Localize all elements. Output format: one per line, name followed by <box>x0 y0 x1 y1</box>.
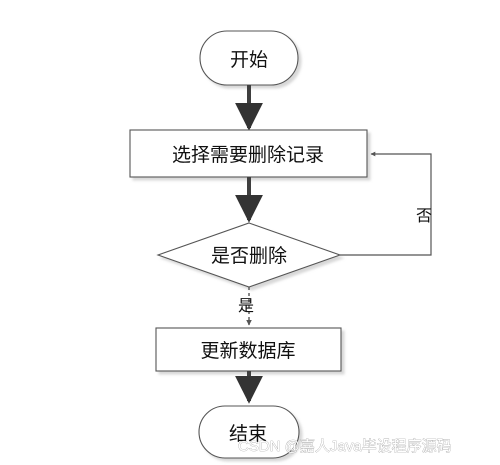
delete-decision-label: 是否删除 <box>211 245 287 267</box>
update-database-node <box>155 327 342 372</box>
no-branch-arrow <box>340 151 432 256</box>
end-node <box>198 405 300 459</box>
watermark-text: CSDN @嘉人Java毕设程序源码 <box>238 438 452 455</box>
no-branch-label: 否 <box>416 206 432 225</box>
select-record-label: 选择需要删除记录 <box>172 144 324 166</box>
start-label: 开始 <box>230 49 268 71</box>
end-label: 结束 <box>229 423 267 445</box>
yes-branch-label: 是 <box>238 296 254 315</box>
select-record-node <box>129 129 368 178</box>
update-database-label: 更新数据库 <box>200 340 295 362</box>
